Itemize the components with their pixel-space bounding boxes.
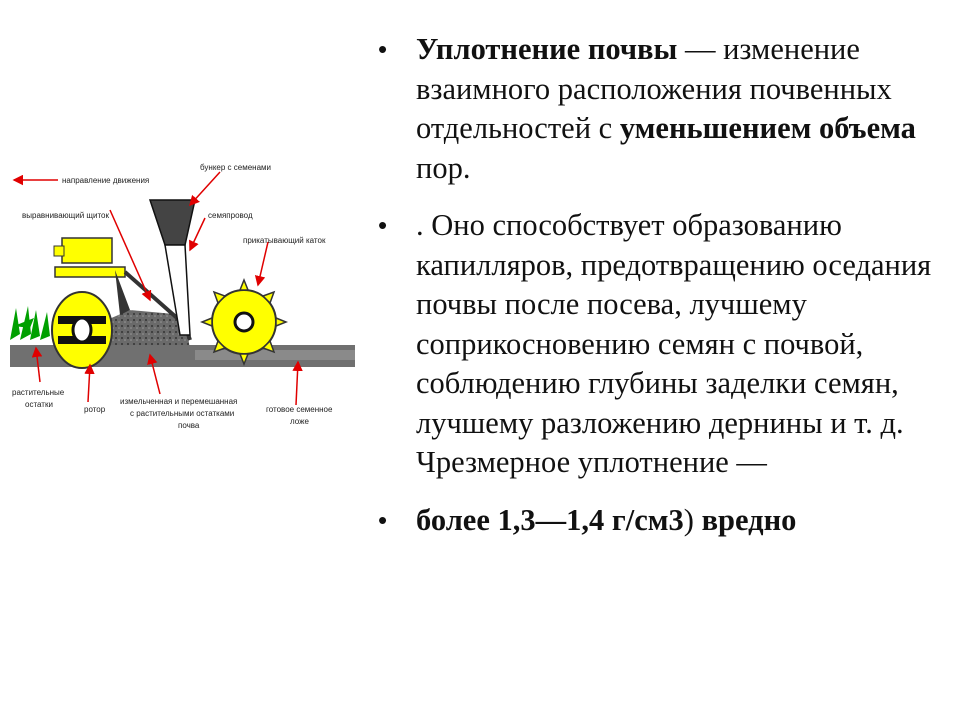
label-mixed-1: измельченная и перемешанная (120, 397, 237, 406)
seedbed (195, 350, 355, 360)
label-press-roller: прикатывающий каток (243, 236, 326, 245)
hopper-icon (148, 199, 196, 246)
bullet-text: уменьшением объема (619, 111, 916, 145)
label-leveler: выравнивающий щиток (22, 211, 109, 220)
rotor-icon (51, 291, 113, 369)
label-residue-2: остатки (25, 400, 53, 409)
frame-bar (54, 266, 126, 278)
label-hopper: бункер с семенами (200, 163, 271, 172)
seeder-diagram: направление движения бункер с семенами в… (10, 163, 355, 430)
label-direction: направление движения (62, 176, 149, 185)
bullet-text: более 1,3—1,4 г/см3 (416, 502, 684, 537)
label-seedbed-1: готовое семенное (266, 405, 333, 414)
gearbox-icon (61, 237, 113, 264)
bullet-text: — изменение взаимного расположения почве… (416, 32, 892, 145)
label-seed-tube: семяпровод (208, 211, 253, 220)
bullet-text: пор. (416, 150, 471, 185)
bullet-item: более 1,3—1,4 г/см3) вредно (374, 501, 954, 541)
leveler-icon (115, 270, 130, 315)
label-mixed-3: почва (178, 421, 200, 430)
bullet-text: Уплотнение почвы (416, 32, 678, 66)
label-rotor: ротор (84, 405, 106, 414)
bullet-list: Уплотнение почвы — изменение взаимного р… (374, 30, 954, 558)
press-roller-icon (199, 277, 289, 367)
plant-residue-icon (10, 306, 50, 340)
bullet-text: ) (683, 502, 702, 537)
bullet-text: . Оно способствует образованию капилляро… (416, 208, 932, 479)
bullet-item: . Оно способствует образованию капилляро… (374, 206, 954, 483)
label-residue-1: растительные (12, 388, 65, 397)
bullet-text: вредно (701, 502, 797, 537)
bullet-item: Уплотнение почвы — изменение взаимного р… (374, 30, 954, 188)
label-mixed-2: с растительными остатками (130, 409, 234, 418)
label-seedbed-2: ложе (290, 417, 309, 426)
